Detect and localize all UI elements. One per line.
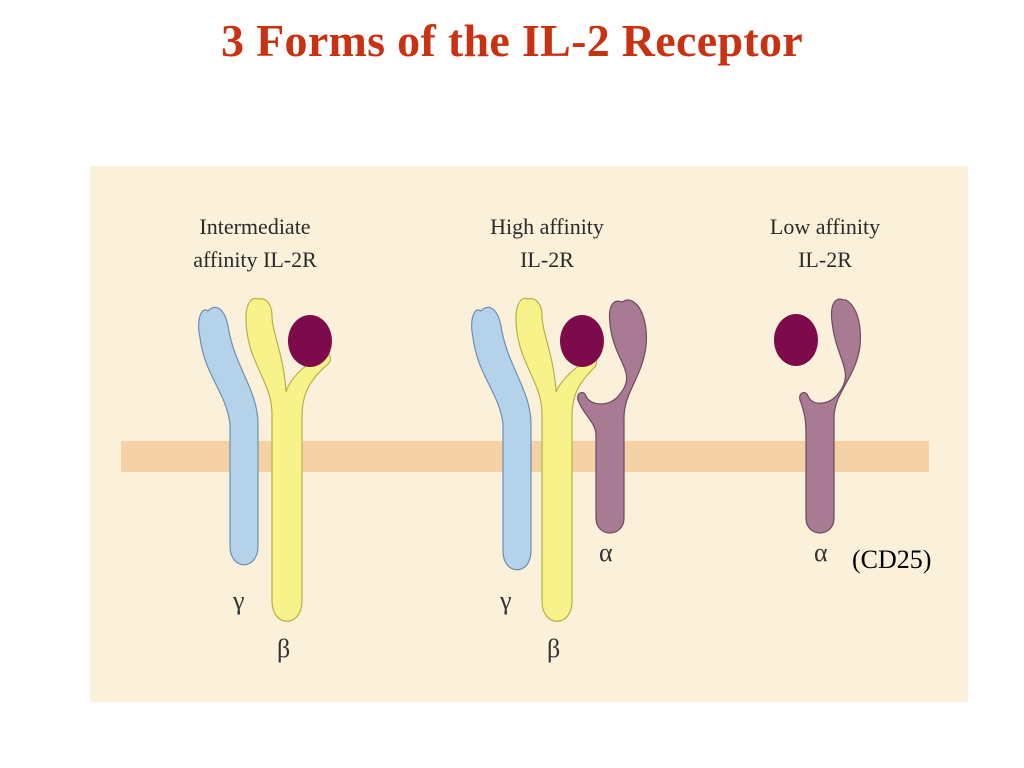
gamma-chain-intermediate [198,306,259,566]
beta-label-intermediate: β [277,634,291,663]
gamma-chain-high [471,306,532,571]
gamma-label-intermediate: γ [233,586,245,615]
low-heading-line2: IL-2R [798,247,852,272]
slide-title: 3 Forms of the IL-2 Receptor [221,15,803,66]
gamma-label-high: γ [500,586,512,615]
cd25-note: (CD25) [852,545,932,574]
alpha-chain-low [799,298,861,534]
intermediate-affinity-heading: Intermediate affinity IL-2R [160,210,350,276]
low-heading-line1: Low affinity [769,214,881,239]
beta-chain-high [515,297,598,622]
il2-ligand-intermediate [288,315,332,367]
beta-chain-intermediate [245,297,332,622]
low-affinity-heading: Low affinity IL-2R [730,210,920,276]
high-heading-line1: High affinity [490,214,604,239]
receptor-diagram [121,297,929,622]
intermediate-heading-line1: Intermediate [199,214,311,239]
il2-ligand-high [560,315,604,367]
intermediate-heading-line2: affinity IL-2R [193,247,317,272]
il2-ligand-low [774,314,818,366]
beta-label-high: β [547,634,561,663]
high-affinity-heading: High affinity IL-2R [452,210,642,276]
alpha-chain-high [577,299,647,534]
alpha-label-high: α [599,538,613,567]
high-heading-line2: IL-2R [520,247,574,272]
alpha-label-low: α [814,538,828,567]
diagram-panel: Intermediate affinity IL-2R High affinit… [90,166,968,702]
